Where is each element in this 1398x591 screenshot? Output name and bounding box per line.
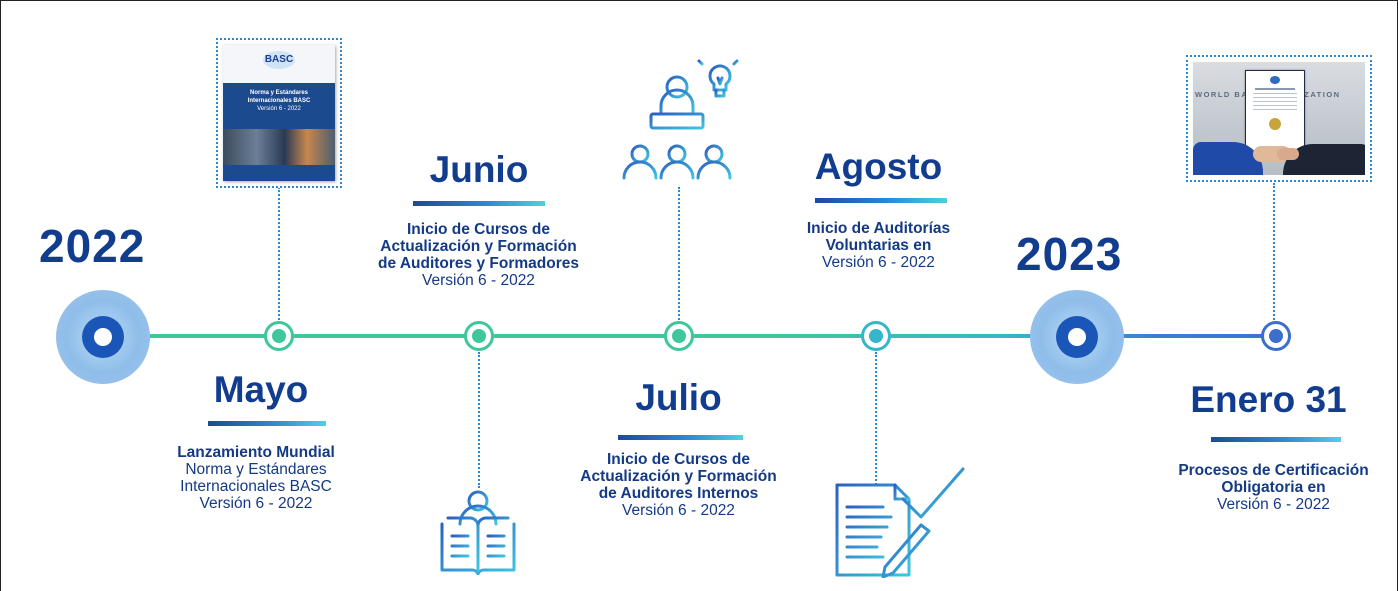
timeline-node-enero bbox=[1261, 321, 1291, 351]
book-subtitle: Versión 6 - 2022 bbox=[257, 106, 301, 112]
lightbulb-icon bbox=[689, 56, 747, 98]
book-title-line1: Norma y Estándares bbox=[249, 90, 309, 96]
month-title-mayo: Mayo bbox=[213, 369, 309, 410]
event-desc-enero: Procesos de Certificación Obligatoria en… bbox=[1178, 462, 1369, 513]
basc-logo: BASC bbox=[263, 51, 295, 69]
certificate-photo-frame: WORLD BASC ORGANIZATION bbox=[1186, 55, 1372, 182]
year-start-marker bbox=[56, 290, 150, 384]
timeline-line bbox=[141, 334, 1291, 338]
reading-person-icon bbox=[440, 490, 516, 575]
book-cover-frame: BASC Norma y Estándares Internacionales … bbox=[216, 38, 342, 188]
presentation-team-icon bbox=[622, 56, 747, 180]
handshake bbox=[1193, 138, 1365, 175]
connector-enero bbox=[1273, 183, 1275, 320]
connector-julio bbox=[678, 187, 680, 320]
month-title-enero: Enero 31 bbox=[1190, 379, 1347, 420]
timeline-node-mayo bbox=[264, 321, 294, 351]
event-desc-julio: Inicio de Cursos de Actualización y Form… bbox=[580, 451, 777, 519]
event-desc-mayo: Lanzamiento Mundial Norma y Estándares I… bbox=[177, 444, 335, 512]
underline-julio bbox=[618, 435, 743, 440]
year-end-marker bbox=[1030, 290, 1124, 384]
month-title-julio: Julio bbox=[635, 377, 722, 418]
month-title-junio: Junio bbox=[429, 149, 529, 190]
connector-agosto bbox=[875, 352, 877, 485]
certificate-photo: WORLD BASC ORGANIZATION bbox=[1193, 62, 1365, 175]
underline-mayo bbox=[208, 421, 326, 426]
book-cover: BASC Norma y Estándares Internacionales … bbox=[223, 45, 335, 181]
book-photo-strip bbox=[223, 129, 335, 165]
underline-junio bbox=[413, 201, 545, 206]
year-start-label: 2022 bbox=[39, 220, 146, 272]
event-desc-agosto: Inicio de Auditorías Voluntarias en Vers… bbox=[806, 220, 951, 271]
underline-enero bbox=[1211, 437, 1341, 442]
month-title-agosto: Agosto bbox=[814, 146, 943, 187]
connector-junio bbox=[478, 352, 480, 488]
underline-agosto bbox=[815, 198, 947, 203]
year-end-label: 2023 bbox=[1016, 228, 1123, 280]
document-check-icon bbox=[835, 467, 965, 578]
timeline-node-agosto bbox=[861, 321, 891, 351]
certificate-document bbox=[1245, 70, 1305, 158]
connector-mayo bbox=[278, 187, 280, 320]
timeline-node-junio bbox=[464, 321, 494, 351]
book-title-line2: Internacionales BASC bbox=[247, 98, 311, 104]
timeline-node-julio bbox=[664, 321, 694, 351]
event-desc-junio: Inicio de Cursos de Actualización y Form… bbox=[378, 221, 579, 289]
